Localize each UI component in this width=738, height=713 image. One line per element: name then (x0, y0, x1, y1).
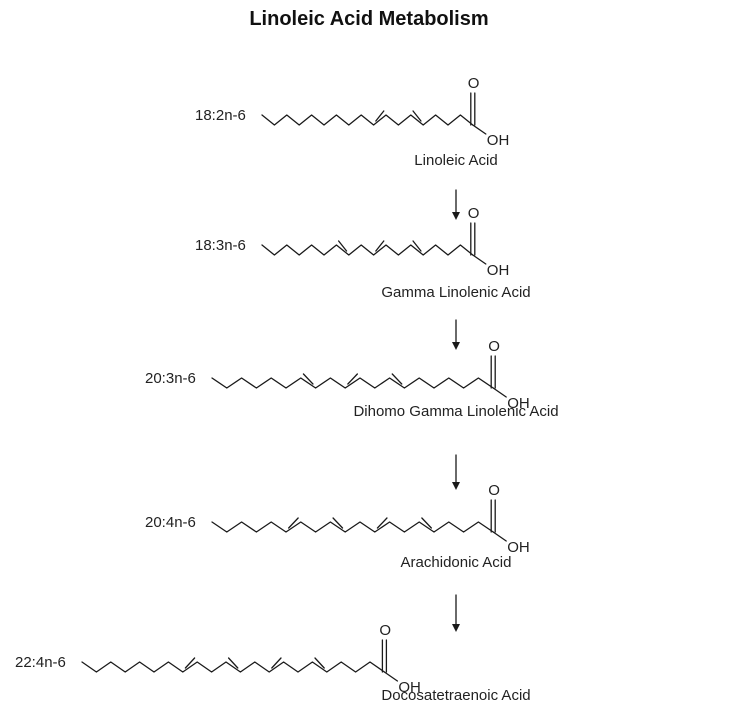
hydroxyl-bond (472, 124, 487, 135)
down-arrow-icon (452, 594, 460, 632)
double-bond (288, 517, 299, 529)
double-bond (314, 657, 325, 669)
oxygen-atom-label: O (488, 338, 500, 355)
double-bond (421, 517, 432, 529)
oxygen-atom-label: O (488, 482, 500, 499)
carbon-chain (261, 244, 474, 256)
hydroxyl-label: OH (398, 679, 421, 696)
molecule-name: Gamma Linolenic Acid (381, 284, 530, 301)
molecule-code-label: 20:4n-6 (145, 514, 196, 531)
molecule-code-label: 18:2n-6 (195, 107, 246, 124)
carbon-chain (211, 377, 494, 389)
down-arrow-icon (452, 319, 460, 350)
hydroxyl-label: OH (507, 539, 530, 556)
carbon-chain (81, 661, 386, 673)
double-bond (391, 373, 403, 385)
double-bond (376, 517, 388, 529)
hydroxyl-label: OH (487, 262, 510, 279)
molecule-name: Linoleic Acid (414, 152, 497, 169)
double-bond (375, 240, 385, 252)
fatty-acid-18-2n-6: 18:2n-6 O OH Linoleic Acid (195, 75, 509, 169)
molecule-name: Docosatetraenoic Acid (381, 687, 530, 704)
molecule-name: Dihomo Gamma Linolenic Acid (353, 403, 558, 420)
carbon-chain (211, 521, 494, 533)
molecule-code-label: 20:3n-6 (145, 370, 196, 387)
oxygen-atom-label: O (379, 622, 391, 639)
double-bond (347, 373, 358, 385)
double-bond (412, 240, 422, 252)
hydroxyl-bond (492, 531, 507, 542)
hydroxyl-bond (472, 254, 487, 265)
double-bond (412, 110, 422, 122)
molecule-code-label: 18:3n-6 (195, 237, 246, 254)
fatty-acid-18-3n-6: 18:3n-6 O OH Gamma Linolenic Acid (195, 205, 531, 301)
double-bond (184, 657, 196, 669)
double-bond (337, 240, 348, 252)
hydroxyl-label: OH (507, 395, 530, 412)
carbon-chain (261, 114, 474, 126)
molecule-name: Arachidonic Acid (401, 554, 512, 571)
double-bond (302, 373, 314, 385)
double-bond (271, 657, 282, 669)
double-bond (375, 110, 385, 122)
oxygen-atom-label: O (468, 205, 480, 222)
hydroxyl-bond (383, 671, 399, 682)
down-arrow-icon (452, 189, 460, 220)
oxygen-atom-label: O (468, 75, 480, 92)
hydroxyl-bond (492, 387, 507, 398)
molecule-code-label: 22:4n-6 (15, 654, 66, 671)
diagram-title: Linoleic Acid Metabolism (249, 8, 489, 30)
down-arrow-icon (452, 454, 460, 490)
double-bond (332, 517, 344, 529)
hydroxyl-label: OH (487, 132, 510, 149)
double-bond (227, 657, 239, 669)
